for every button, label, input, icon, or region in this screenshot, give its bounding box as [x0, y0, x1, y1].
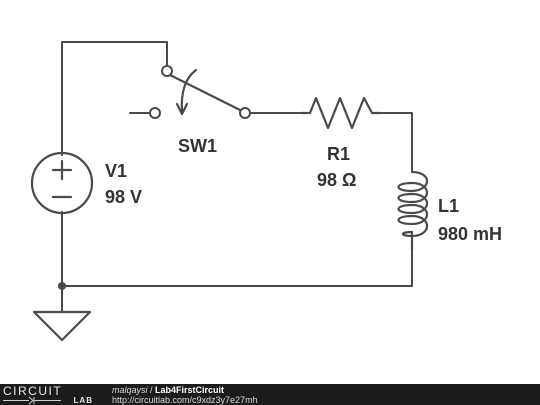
footer-url[interactable]: http://circuitlab.com/c9xdz3y7e27mh [112, 395, 258, 405]
l1-value: 980 mH [438, 224, 502, 244]
switch-common-terminal [161, 65, 173, 77]
wire-resistor-to-inductor [379, 112, 413, 173]
switch-action-arrow [180, 68, 198, 114]
circuit-schematic: V1 98 V SW1 R1 98 Ω L1 980 mH [30, 41, 502, 342]
logo-text-bottom: LAB [73, 396, 93, 405]
voltage-source-v1[interactable] [30, 151, 94, 215]
r1-value: 98 Ω [317, 170, 356, 190]
resistor-r1[interactable] [300, 96, 382, 130]
footer-username[interactable]: malqaysi [112, 385, 148, 395]
v1-name: V1 [105, 161, 127, 181]
footer-separator: / [147, 385, 156, 395]
logo-circuit-glyph [3, 396, 61, 405]
wire-inductor-bottom [61, 249, 413, 287]
r1-name: R1 [327, 144, 350, 164]
circuitlab-logo[interactable]: CIRCUIT LAB [3, 385, 95, 405]
source-circle [30, 151, 94, 215]
switch-sw1[interactable] [149, 65, 251, 119]
wires [61, 41, 413, 313]
l1-name: L1 [438, 196, 459, 216]
logo-text-top: CIRCUIT [3, 384, 63, 398]
footer-circuit-title[interactable]: Lab4FirstCircuit [155, 385, 225, 395]
ground-symbol[interactable] [32, 310, 92, 342]
wire-top-left [61, 41, 168, 156]
inductor-l1[interactable] [397, 170, 429, 252]
switch-blade [168, 73, 242, 112]
switch-throw-b-terminal [149, 107, 161, 119]
footer-bar: CIRCUIT LAB malqaysi / Lab4FirstCircuit … [0, 384, 540, 405]
logo-bottom-row: LAB [3, 396, 95, 405]
sw1-name: SW1 [178, 136, 217, 156]
v1-value: 98 V [105, 187, 142, 207]
footer-credit: malqaysi / Lab4FirstCircuit [112, 385, 224, 395]
switch-throw-a-terminal [239, 107, 251, 119]
junction-dot [58, 282, 66, 290]
switch-arrowhead [175, 102, 189, 116]
